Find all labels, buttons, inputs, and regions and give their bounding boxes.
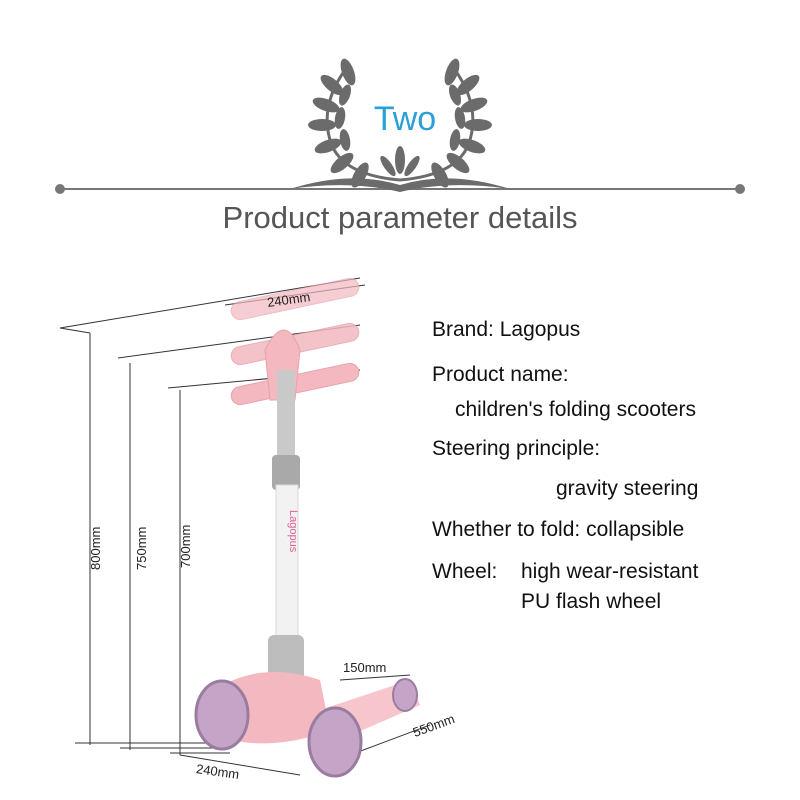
svg-text:Lagopus: Lagopus [287,510,299,553]
spec-steering-value: gravity steering [556,477,699,500]
section-number-badge: Two [373,100,437,138]
height-min-label: 700mm [178,524,193,568]
spec-wheel-label: Wheel: [432,560,498,583]
spec-steering-label: Steering principle: [432,437,601,460]
rear-wheel-width-label: 150mm [343,660,387,675]
spec-product-name-value: children's folding scooters [455,398,696,421]
height-mid-label: 750mm [134,526,149,570]
height-max-label: 800mm [88,526,103,570]
spec-wheel-value-line1: high wear-resistant [521,560,699,583]
spec-wheel-value-line2: PU flash wheel [521,590,662,613]
spec-brand: Brand: Lagopus [432,318,581,341]
scooter-illustration: Lagopus [59,277,430,778]
spec-fold: Whether to fold: collapsible [432,518,685,541]
laurel-wreath-icon [55,58,745,194]
page-title: Product parameter details [222,200,578,235]
spec-product-name-label: Product name: [432,363,569,386]
